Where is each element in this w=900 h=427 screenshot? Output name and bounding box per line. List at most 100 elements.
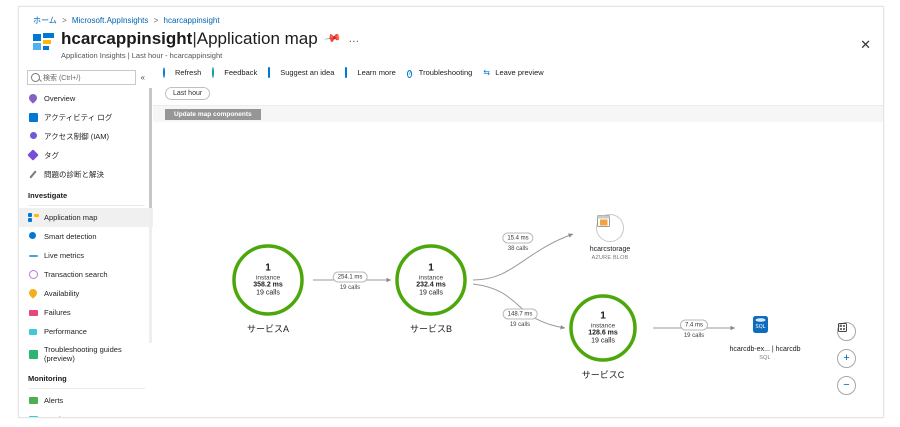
external-link-icon xyxy=(345,67,354,78)
edge-duration-a-b: 254.1 ms xyxy=(332,271,368,283)
breadcrumb-item-provider[interactable]: Microsoft.AppInsights xyxy=(71,16,149,25)
edge-calls-c-sql: 19 calls xyxy=(683,333,705,339)
divider xyxy=(28,388,145,389)
sidebar-item-label: Performance xyxy=(44,327,87,336)
external-link-icon xyxy=(268,67,277,78)
sidebar-item-label: タグ xyxy=(44,151,59,160)
node-instance-count: 1 xyxy=(428,262,434,274)
toolbar-button-suggest-an-idea[interactable]: Suggest an idea xyxy=(268,67,334,78)
azure-blob-icon[interactable] xyxy=(596,214,624,242)
zoom-out-button[interactable]: − xyxy=(837,376,856,395)
breadcrumb: ホーム > Microsoft.AppInsights > hcarcappin… xyxy=(33,15,220,26)
access-control-icon xyxy=(28,131,39,142)
node-metrics-service-c: 1 instance 128.6 ms 19 calls xyxy=(588,310,618,345)
sidebar-item-overview[interactable]: Overview xyxy=(19,89,153,108)
sidebar-item-troubleshooting-guides[interactable]: Troubleshooting guides (preview) xyxy=(19,341,153,367)
sidebar-group-title-monitoring: Monitoring xyxy=(28,374,67,383)
sidebar-item-availability[interactable]: Availability xyxy=(19,284,153,303)
node-instance-count: 1 xyxy=(600,310,606,322)
leave-preview-icon: ⇆ xyxy=(483,68,490,77)
sidebar: 検索 (Ctrl+/) « Overview アクティビティ ログ アクセス制御… xyxy=(19,64,154,417)
feedback-icon xyxy=(212,67,221,78)
sidebar-item-metrics[interactable]: Metrics xyxy=(19,410,153,417)
alerts-icon xyxy=(28,395,39,406)
toolbar-button-label: Leave preview xyxy=(495,68,544,77)
fit-to-screen-button[interactable] xyxy=(837,322,856,341)
pin-icon[interactable]: 📌 xyxy=(323,30,342,48)
sidebar-item-smart-detection[interactable]: Smart detection xyxy=(19,227,153,246)
edge-calls-b-storage: 38 calls xyxy=(507,246,529,252)
toolbar-button-refresh[interactable]: Refresh xyxy=(163,67,201,78)
sidebar-item-label: Alerts xyxy=(44,396,64,405)
metrics-icon xyxy=(28,414,39,417)
collapse-sidebar-icon[interactable]: « xyxy=(140,73,145,82)
toolbar-button-feedback[interactable]: Feedback xyxy=(212,67,258,78)
toolbar-button-label: Learn more xyxy=(357,68,396,77)
toolbar-button-learn-more[interactable]: Learn more xyxy=(345,67,396,78)
sidebar-group-monitoring: Alerts Metrics Diagnostic settings Logs … xyxy=(19,391,153,417)
node-label-service-c[interactable]: サービスC xyxy=(581,370,625,380)
sidebar-group-title-investigate: Investigate xyxy=(28,191,68,200)
sidebar-item-performance[interactable]: Performance xyxy=(19,322,153,341)
toolbar-button-label: Troubleshooting xyxy=(418,68,473,77)
breadcrumb-separator: > xyxy=(153,16,159,25)
resource-label-storage[interactable]: hcarcstorage xyxy=(589,246,631,253)
sidebar-item-access-control[interactable]: アクセス制御 (IAM) xyxy=(19,127,153,146)
sidebar-top-items: Overview アクティビティ ログ アクセス制御 (IAM) タグ 問題の診… xyxy=(19,89,153,184)
sidebar-item-activity-log[interactable]: アクティビティ ログ xyxy=(19,108,153,127)
sql-database-icon[interactable]: SQL xyxy=(752,315,778,341)
search-input[interactable]: 検索 (Ctrl+/) xyxy=(27,70,136,85)
toolbar-button-troubleshooting[interactable]: ? Troubleshooting xyxy=(406,68,473,78)
availability-icon xyxy=(27,287,39,299)
failures-icon xyxy=(28,307,39,318)
breadcrumb-item-resource[interactable]: hcarcappinsight xyxy=(163,16,220,25)
update-map-bar: Update map components Exclude 4xxi On Of… xyxy=(153,105,883,145)
time-range-picker[interactable]: Last hour xyxy=(165,87,211,100)
node-calls: 19 calls xyxy=(419,289,443,297)
node-duration: 128.6 ms xyxy=(588,329,618,337)
update-map-components-button[interactable]: Update map components xyxy=(165,109,261,120)
toolbar-button-label: Feedback xyxy=(224,68,258,77)
sidebar-item-application-map[interactable]: Application map xyxy=(19,208,153,227)
resource-type-storage: AZURE BLOB xyxy=(591,255,629,261)
node-label-service-b[interactable]: サービスB xyxy=(409,324,453,334)
edge-calls-a-b: 19 calls xyxy=(339,285,361,291)
search-icon xyxy=(31,73,40,82)
toolbar-button-leave-preview[interactable]: ⇆ Leave preview xyxy=(483,68,543,77)
resource-label-sql[interactable]: hcarcdb-ex... | hcarcdb xyxy=(729,346,801,353)
map-canvas[interactable]: 1 instance 358.2 ms 19 calls サービスA 1 ins… xyxy=(153,122,883,417)
breadcrumb-item-home[interactable]: ホーム xyxy=(33,16,57,25)
node-label-service-a[interactable]: サービスA xyxy=(246,324,290,334)
sidebar-item-label: Metrics xyxy=(44,415,68,417)
sidebar-item-tags[interactable]: タグ xyxy=(19,146,153,165)
sidebar-item-transaction-search[interactable]: Transaction search xyxy=(19,265,153,284)
activity-log-icon xyxy=(28,112,39,123)
sidebar-item-label: Live metrics xyxy=(44,251,85,260)
tags-icon xyxy=(27,149,39,161)
refresh-icon xyxy=(163,67,172,78)
sidebar-item-failures[interactable]: Failures xyxy=(19,303,153,322)
sidebar-item-label: Smart detection xyxy=(44,232,97,241)
node-instance-unit: instance xyxy=(255,273,281,281)
sidebar-item-live-metrics[interactable]: Live metrics xyxy=(19,246,153,265)
command-toolbar: Refresh Feedback Suggest an idea Learn m… xyxy=(153,64,883,82)
page-header: hcarcappinsight|Application map 📌 … Appl… xyxy=(33,29,360,60)
svg-text:SQL: SQL xyxy=(756,324,766,330)
troubleshooting-guides-icon xyxy=(28,349,39,360)
node-ring-service-c xyxy=(569,294,637,362)
breadcrumb-separator: > xyxy=(62,16,67,25)
sidebar-item-diagnose[interactable]: 問題の診断と解決 xyxy=(19,165,153,184)
diagnose-icon xyxy=(28,169,39,180)
question-circle-icon: ? xyxy=(406,70,413,78)
performance-icon xyxy=(28,326,39,337)
sidebar-item-alerts[interactable]: Alerts xyxy=(19,391,153,410)
more-options-icon[interactable]: … xyxy=(348,32,361,45)
node-ring-service-b xyxy=(395,244,467,316)
close-icon[interactable]: ✕ xyxy=(860,37,871,52)
sidebar-scrollbar[interactable] xyxy=(149,88,152,343)
node-calls: 19 calls xyxy=(256,289,280,297)
sidebar-item-label: Failures xyxy=(44,308,71,317)
zoom-in-button[interactable]: + xyxy=(837,349,856,368)
page-title-separator: | xyxy=(192,29,197,48)
map-graph-svg xyxy=(232,233,735,362)
